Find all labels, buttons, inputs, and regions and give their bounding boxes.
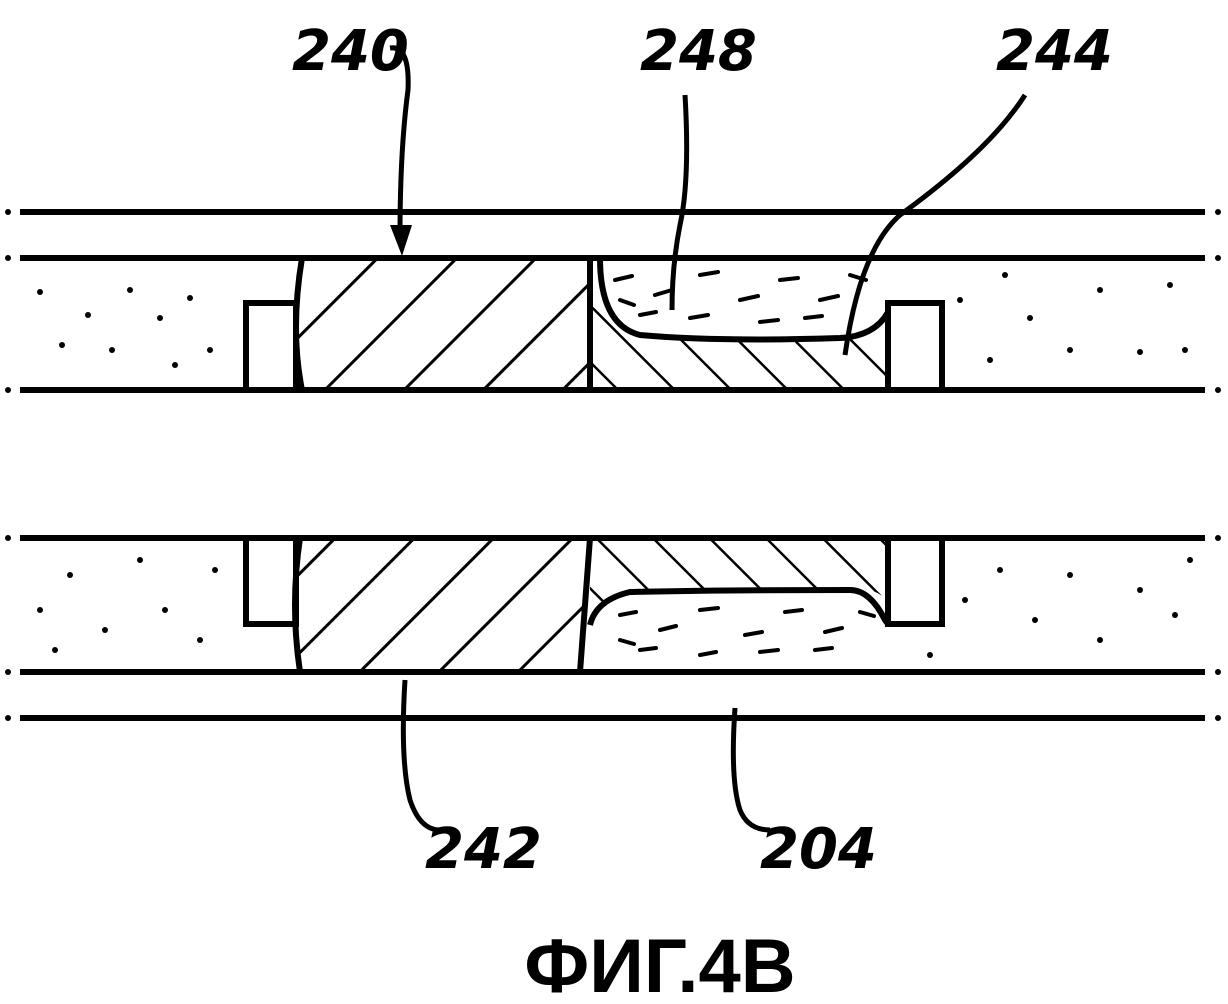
seal-outline-top [597, 257, 891, 390]
label-244: 244 [996, 19, 1113, 84]
ring-outline-top [293, 255, 593, 393]
right-retainer-bottom [885, 535, 945, 627]
arrowhead-240 [390, 225, 412, 256]
foam-outline-bottom [587, 586, 891, 626]
right-retainer-top [885, 300, 945, 393]
ring-hatch-top [296, 258, 590, 390]
leader-244 [842, 93, 1028, 356]
stipple-dots-bottom [5, 535, 1221, 721]
foam-dashes-bottom [618, 606, 876, 657]
leader-lines [389, 45, 1028, 833]
left-retainer-bottom [243, 535, 299, 627]
label-204: 204 [760, 817, 877, 882]
upper-wall-section [5, 209, 1221, 393]
ring-outline-bottom [292, 535, 594, 675]
leader-242 [400, 679, 441, 833]
label-242: 242 [425, 817, 542, 882]
lower-wall-section [5, 535, 1221, 721]
seal-hatch-bottom [590, 538, 888, 625]
leader-204 [730, 707, 771, 833]
leader-240 [389, 45, 411, 236]
label-248: 248 [640, 19, 757, 84]
stipple-dots-top [5, 209, 1221, 393]
ring-hatch-bottom [295, 538, 590, 672]
left-retainer-top [243, 300, 299, 393]
label-240: 240 [292, 19, 409, 84]
foam-dashes-top [613, 270, 868, 324]
leader-248 [669, 94, 690, 311]
figure-caption: ФИГ.4В [524, 924, 795, 1004]
